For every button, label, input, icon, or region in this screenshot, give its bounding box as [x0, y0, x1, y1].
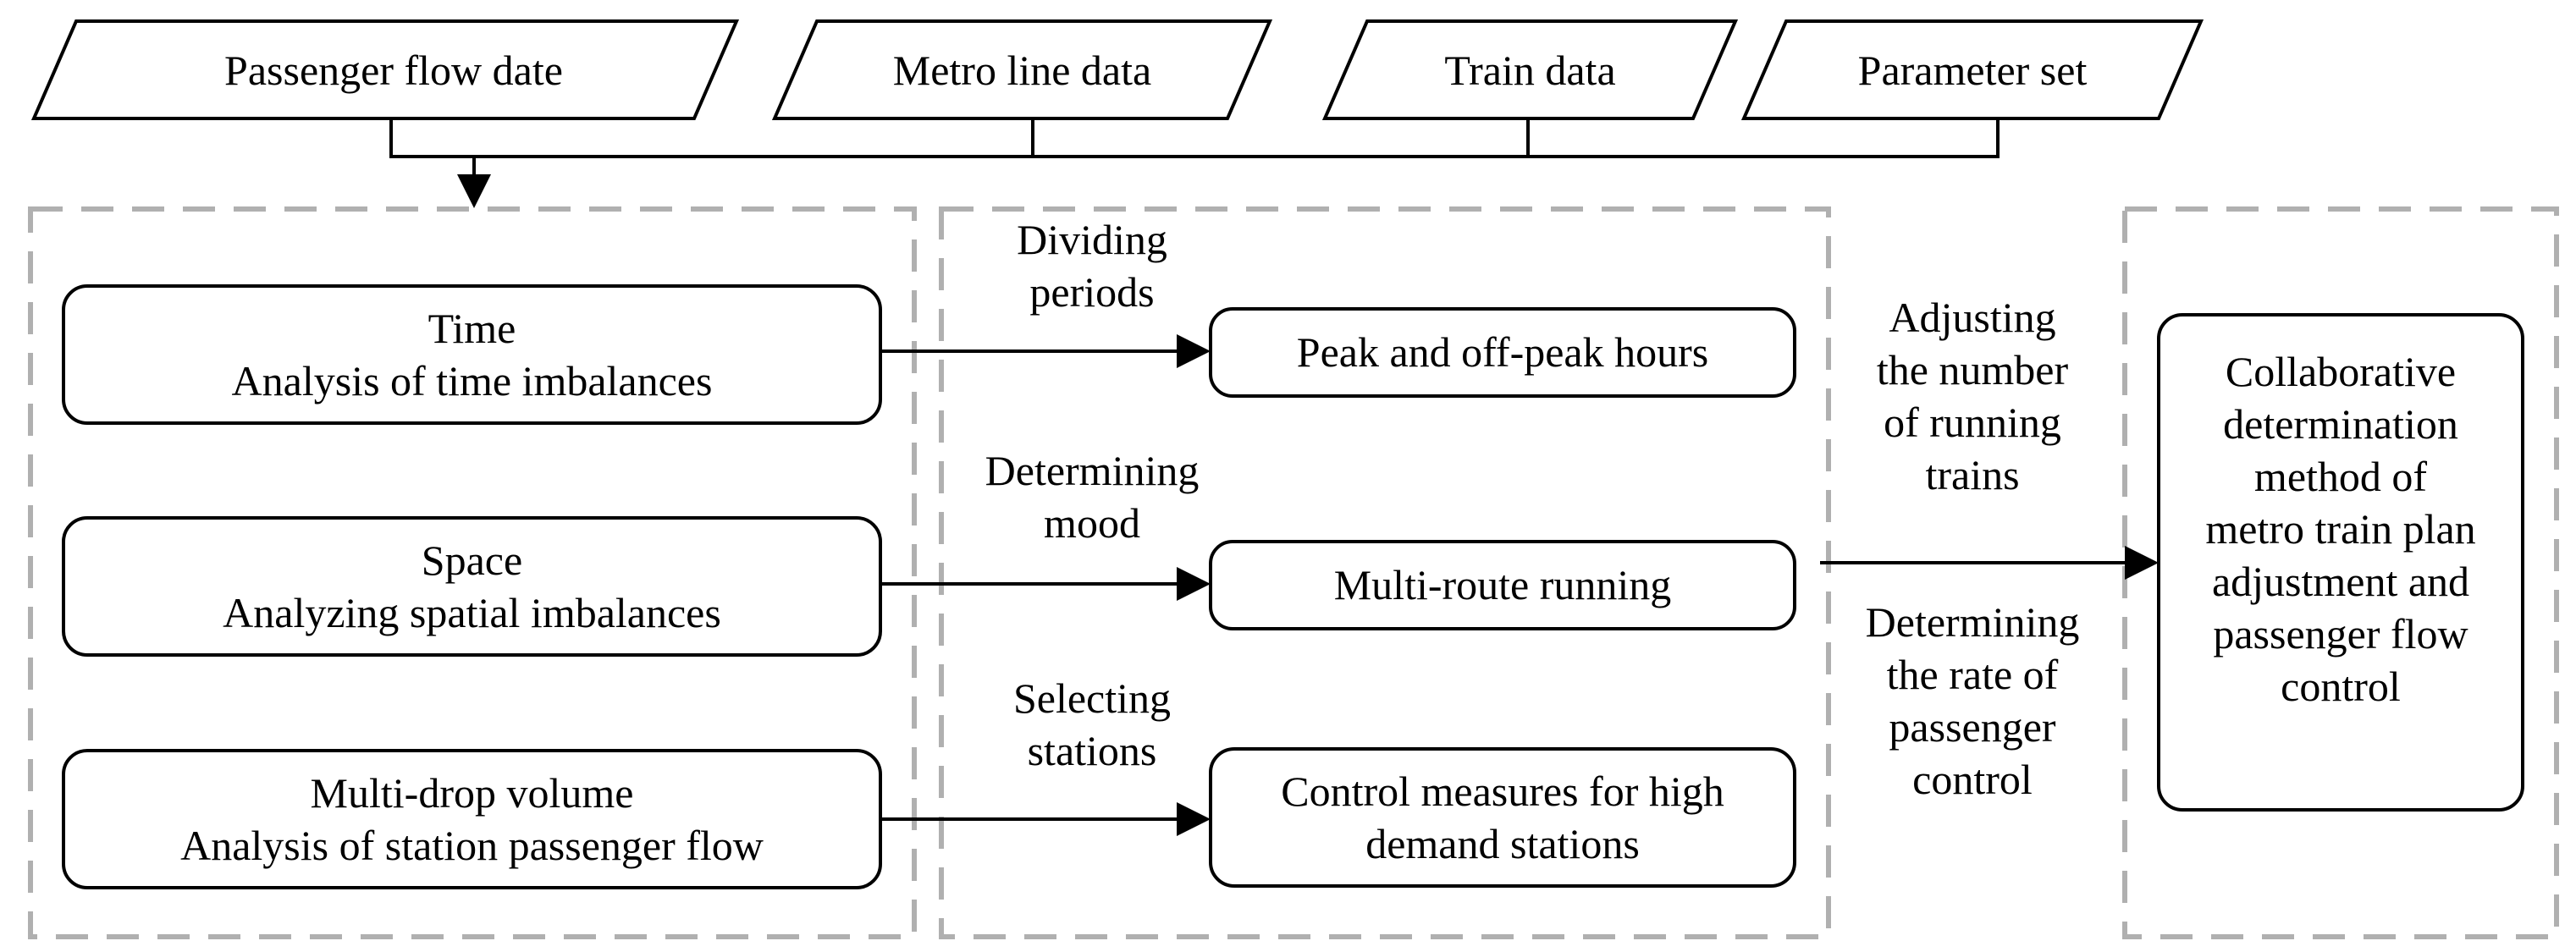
station-subtitle: Analysis of station passenger flow: [180, 822, 764, 869]
station-title: Multi-drop volume: [310, 769, 634, 817]
time-title: Time: [427, 305, 516, 352]
space-analysis-box: [62, 516, 882, 657]
step-label-dividing: Dividing periods: [948, 213, 1236, 318]
determine-line2: the rate of: [1886, 651, 2059, 698]
determine-label: Determining the rate of passenger contro…: [1829, 596, 2116, 806]
result-line6: passenger flow: [2213, 610, 2468, 658]
space-title: Space: [421, 537, 523, 584]
space-analysis-label: Space Analyzing spatial imbalances: [63, 534, 880, 639]
input-label-metro-line: Metro line data: [892, 47, 1152, 94]
step-selecting-line2: stations: [1027, 727, 1157, 774]
input-shape-parameter-set: [1740, 19, 2204, 120]
input-shape-passenger-flow: [30, 19, 740, 120]
adjust-line2: the number: [1876, 346, 2069, 393]
determine-line4: control: [1912, 756, 2033, 803]
step-dividing-line1: Dividing: [1017, 216, 1167, 263]
multi-route-box: [1209, 540, 1796, 630]
input-shape-train-data: [1321, 19, 1739, 120]
input-label-train-data: Train data: [1444, 47, 1616, 94]
determine-line3: passenger: [1889, 703, 2056, 751]
adjust-line1: Adjusting: [1889, 294, 2056, 341]
determine-line1: Determining: [1865, 598, 2080, 646]
step-label-selecting: Selecting stations: [948, 672, 1236, 777]
result-label: Collaborative determination method of me…: [2159, 345, 2523, 713]
step-dividing-line2: periods: [1029, 268, 1155, 316]
result-line7: control: [2281, 663, 2401, 710]
control-measures-label: Control measures for high demand station…: [1211, 765, 1795, 870]
time-analysis-box: [62, 284, 882, 425]
time-analysis-label: Time Analysis of time imbalances: [63, 302, 880, 407]
result-line5: adjustment and: [2211, 558, 2470, 605]
result-line2: determination: [2223, 400, 2458, 448]
control-measures-box: [1209, 747, 1796, 888]
result-line1: Collaborative: [2225, 348, 2457, 395]
adjust-line3: of running: [1884, 399, 2061, 446]
space-subtitle: Analyzing spatial imbalances: [223, 589, 721, 636]
result-line4: metro train plan: [2205, 505, 2476, 553]
control-measures-line1: Control measures for high: [1281, 768, 1724, 815]
input-shape-metro-line: [771, 19, 1273, 120]
time-subtitle: Analysis of time imbalances: [231, 357, 713, 404]
input-label-passenger-flow: Passenger flow date: [224, 47, 563, 94]
peak-hours-label: Peak and off-peak hours: [1296, 328, 1709, 376]
input-label-parameter-set: Parameter set: [1857, 47, 2088, 94]
analysis-group-frame: [28, 206, 917, 939]
station-analysis-label: Multi-drop volume Analysis of station pa…: [63, 767, 880, 872]
adjust-line4: trains: [1925, 451, 2020, 498]
peak-hours-box: [1209, 307, 1796, 398]
strategy-group-frame: [939, 206, 1831, 939]
step-determining-line1: Determining: [985, 447, 1200, 494]
step-determining-line2: mood: [1044, 499, 1140, 547]
step-label-determining: Determining mood: [948, 444, 1236, 549]
result-box: [2157, 313, 2524, 812]
step-selecting-line1: Selecting: [1012, 674, 1172, 722]
adjust-label: Adjusting the number of running trains: [1829, 291, 2116, 501]
control-measures-line2: demand stations: [1365, 820, 1640, 867]
input-collector-line: [389, 118, 2000, 158]
result-line3: method of: [2253, 453, 2428, 500]
multi-route-label: Multi-route running: [1333, 561, 1672, 608]
